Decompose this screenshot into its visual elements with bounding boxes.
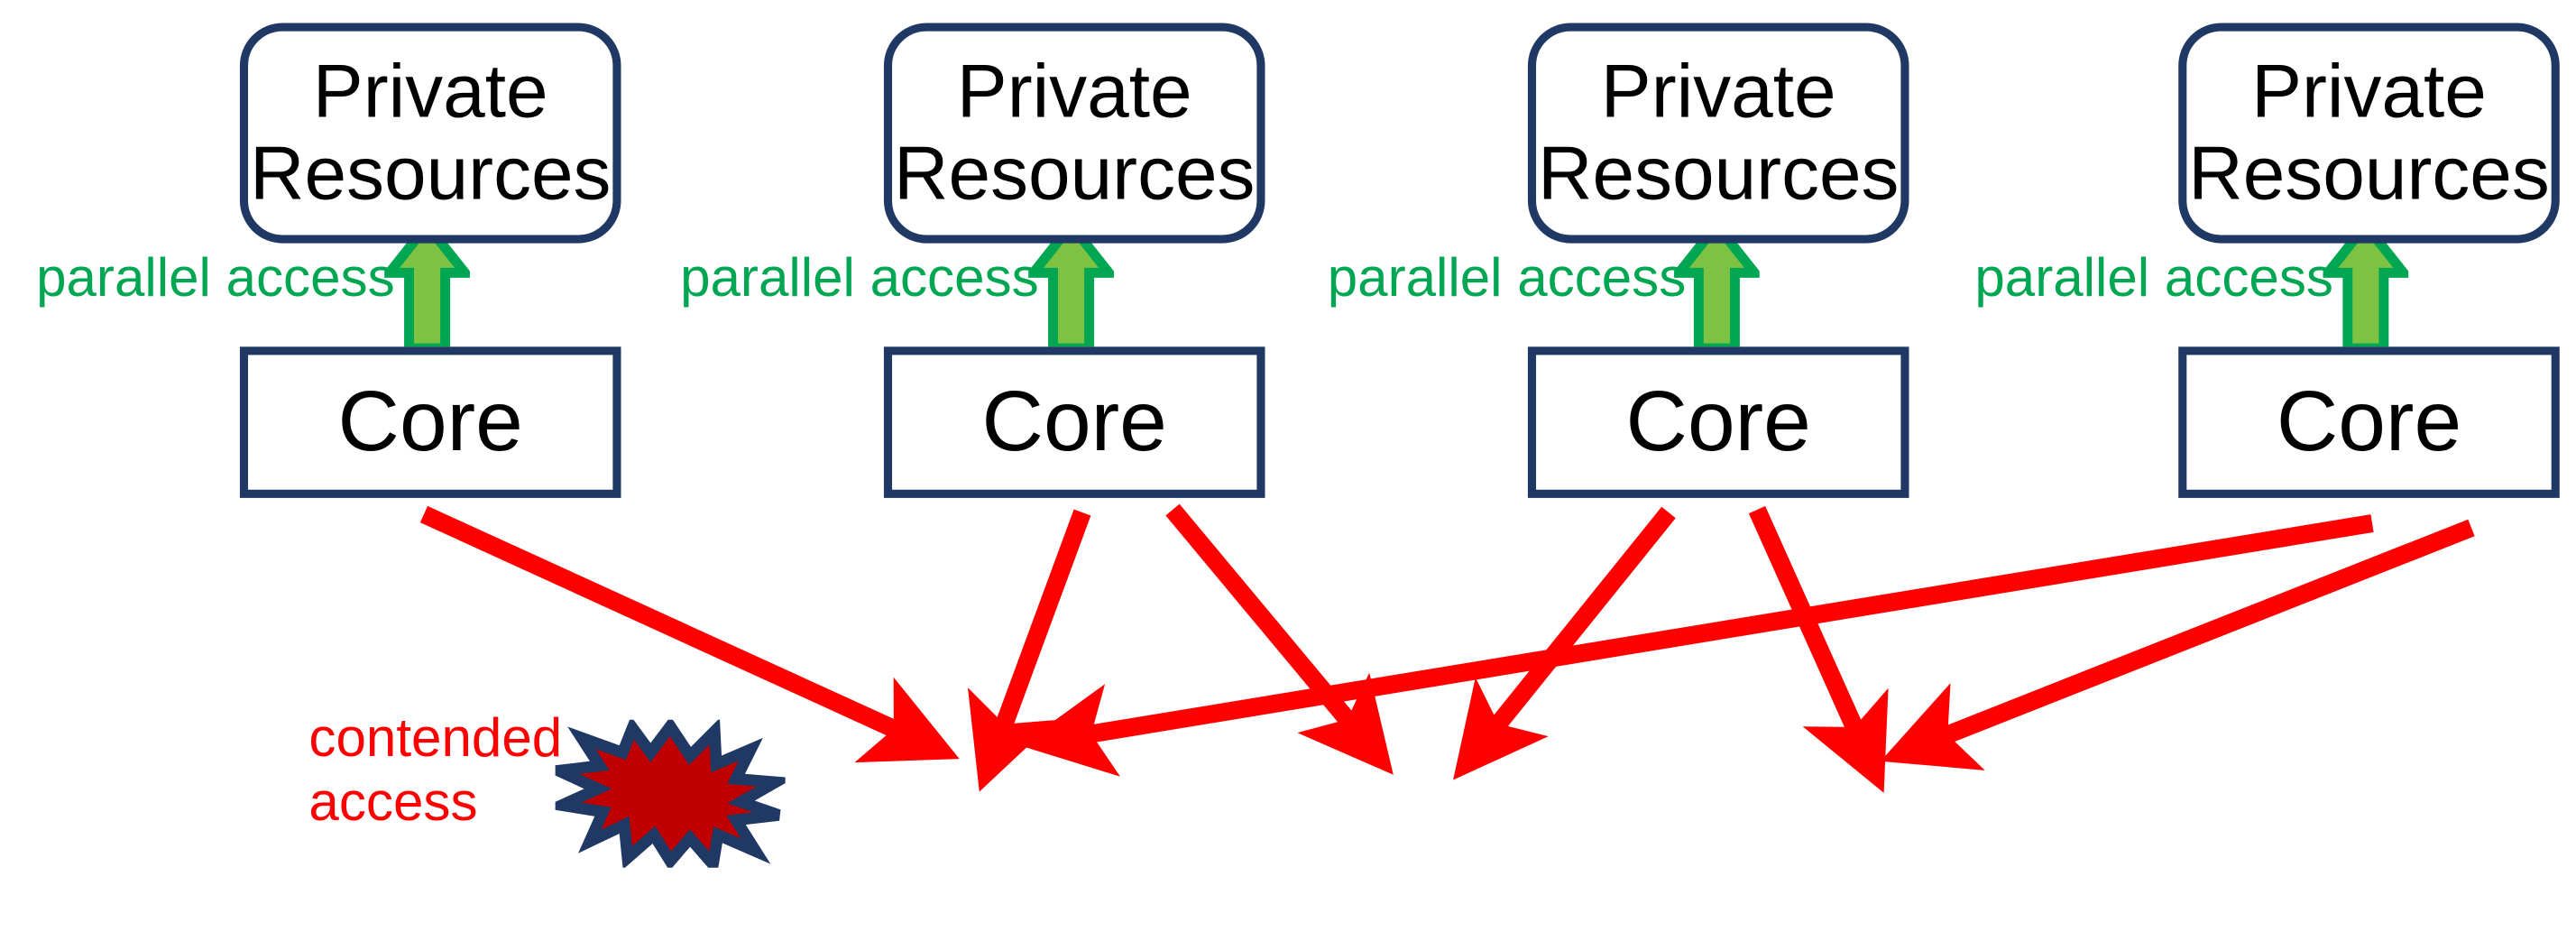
private-resources-label-4: Private Resources [2188,51,2549,215]
core-box-2[interactable]: Core [883,346,1265,498]
private-line-1: Private [312,48,548,134]
private-resources-label-2: Private Resources [894,51,1255,215]
private-line-2: Resources [893,129,1256,216]
private-resources-box-4[interactable]: Private Resources [2178,23,2560,244]
core-box-4[interactable]: Core [2178,346,2560,498]
contended-line-1: contended [308,706,563,768]
private-line-2: Resources [2188,129,2550,216]
private-resources-box-1[interactable]: Private Resources [239,23,621,244]
private-line-1: Private [2251,48,2487,134]
parallel-access-label-4: parallel access [1974,246,2333,308]
private-line-1: Private [1600,48,1836,134]
private-line-2: Resources [249,129,612,216]
private-resources-box-2[interactable]: Private Resources [883,23,1265,244]
core-box-3[interactable]: Core [1527,346,1909,498]
private-line-2: Resources [1537,129,1900,216]
contended-access-label: contended access [308,706,604,835]
core-label-2: Core [981,374,1167,470]
core-box-1[interactable]: Core [239,346,621,498]
parallel-access-label-3: parallel access [1327,246,1687,308]
core-label-3: Core [1625,374,1811,470]
private-resources-box-3[interactable]: Private Resources [1527,23,1909,244]
core-label-1: Core [337,374,523,470]
private-resources-label-1: Private Resources [250,51,611,215]
explosion-burst-icon [555,719,786,868]
contended-line-2: access [308,770,478,832]
private-line-1: Private [956,48,1192,134]
core-label-4: Core [2276,374,2462,470]
private-resources-label-3: Private Resources [1538,51,1899,215]
parallel-access-label-1: parallel access [36,246,395,308]
parallel-access-label-2: parallel access [680,246,1039,308]
